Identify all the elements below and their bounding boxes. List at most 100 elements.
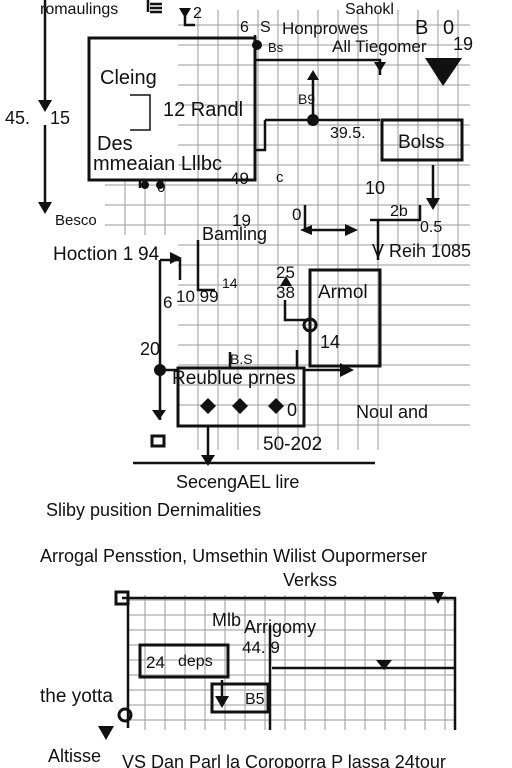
box-link-wire (255, 120, 267, 152)
menu-icon (146, 0, 162, 14)
label-zero-five: 0.5 (420, 219, 442, 236)
label-fortynine: 49 (230, 169, 249, 188)
label-armol: Armol (318, 282, 368, 303)
label-reublue: Reublue prnes (172, 368, 296, 389)
main-box (87, 36, 257, 182)
label-zero-mid: 0 (292, 205, 301, 224)
diamond-icon (200, 398, 216, 414)
arrow-left-icon (300, 225, 312, 235)
label-fifteen: 15 (50, 108, 70, 128)
left-vertical-wire (158, 258, 182, 420)
label-twenty: 20 (140, 339, 160, 359)
arrow-right-icon (170, 252, 182, 264)
label-arrigomy: Arrigomy (244, 617, 316, 637)
triangle-down-icon (376, 660, 392, 670)
label-zero-lower: 0 (287, 400, 297, 420)
arrow-down-icon (38, 202, 52, 214)
label-nine-four: 94 (138, 244, 160, 265)
arrow-down-icon (179, 8, 191, 18)
bracket-wire (196, 240, 215, 292)
junction-dot (154, 364, 166, 376)
label-hoction: Hoction 1 (53, 244, 133, 265)
label-bls: B.S (230, 351, 253, 367)
label-bs: Bs (268, 40, 284, 55)
arrow-down-icon (215, 696, 229, 708)
label-cleing: Cleing (100, 67, 157, 89)
junction-dot (141, 181, 149, 189)
label-bamling: Bamling (202, 224, 267, 244)
label-footer: VS Dan Parl la Coroporra P lassa 24tour (122, 752, 446, 768)
label-mlb: Mlb (212, 610, 241, 630)
arrow-right-icon (340, 363, 354, 377)
arrow-down-icon (432, 592, 444, 604)
junction-dot (156, 181, 164, 189)
diamond-icon (268, 398, 284, 414)
arrow-down-icon (201, 455, 215, 466)
right-mid-wire (370, 205, 422, 222)
deps-box (138, 643, 230, 679)
arrow-down-icon (426, 198, 440, 210)
label-v-reih: V Reih 1085 (372, 241, 471, 261)
bolss-box (380, 118, 464, 162)
armol-side-wire (283, 300, 310, 322)
label-c-mark: c (276, 169, 284, 186)
center-cross-wire (265, 80, 380, 125)
label-all-tiegomer: All Tiegomer (332, 37, 427, 56)
label-two-ten: 2b (390, 203, 408, 220)
label-deps: deps (178, 653, 213, 670)
label-fourteen-small: 14 (222, 275, 238, 291)
label-fourteen: 14 (320, 332, 340, 352)
connector-ring (117, 707, 133, 723)
label-secengael: SecengAEL lire (176, 472, 299, 492)
label-zero-top: 0 (443, 17, 454, 39)
diamond-icon (232, 398, 248, 414)
triangle-down-icon (425, 58, 462, 86)
arrow-down-icon (374, 62, 386, 72)
terminal-square (114, 590, 130, 606)
bottom-grid (128, 595, 455, 730)
label-bs-small: B9 (298, 91, 315, 107)
label-thirtyeight: 38 (276, 283, 295, 302)
connector-ring (302, 317, 318, 333)
label-nineteen-mid: 19 (232, 211, 251, 230)
arrow-down-icon (38, 100, 52, 112)
label-two: 2 (193, 5, 202, 22)
terminal-square (150, 434, 166, 448)
label-twelve-randl: 12 Randl (163, 99, 243, 121)
label-nineteen: 19 (453, 34, 473, 54)
label-twentyfour: 24 (146, 653, 165, 672)
label-six-ten: 6 (163, 293, 172, 312)
label-ten-ninetynine: 10 99 (176, 287, 219, 306)
label-six: 6 (240, 19, 249, 36)
label-zero-box: 0 (157, 179, 165, 196)
label-fifty: 50-202 (263, 434, 322, 455)
caption-line-two: Arrogal Pensstion, Umsethin Wilist Oupor… (40, 546, 427, 566)
bottom-frame-top (122, 596, 457, 730)
arrow-up-icon (280, 276, 292, 286)
caption-line-three: Verkss (283, 570, 337, 590)
label-besco: Besco (55, 212, 97, 229)
junction-dot (307, 114, 319, 126)
left-grid (105, 180, 178, 235)
lower-box (176, 366, 306, 428)
label-b5: B5 (245, 691, 265, 708)
label-noul: Noul and (356, 402, 428, 422)
main-box-bracket (130, 94, 151, 131)
label-s: S (260, 19, 271, 36)
label-bolss: Bolss (398, 132, 444, 153)
post-wires (228, 350, 299, 368)
label-b: B (415, 17, 428, 39)
label-honprowes: Honprowes (282, 19, 368, 38)
junction-dot (252, 40, 262, 50)
arrow-down-icon (152, 410, 166, 420)
label-des: Des (97, 133, 133, 155)
label-twentyfive: 25 (276, 263, 295, 282)
arrow-down-icon (98, 726, 114, 740)
caption-line-one: Sliby pusition Dernimalities (46, 500, 261, 520)
label-yotta: the yotta (40, 686, 113, 707)
label-fortyfive: 45. (5, 108, 30, 128)
b5-box (210, 682, 270, 714)
label-ten: 10 (365, 178, 385, 198)
arrow-up-icon (307, 70, 319, 80)
